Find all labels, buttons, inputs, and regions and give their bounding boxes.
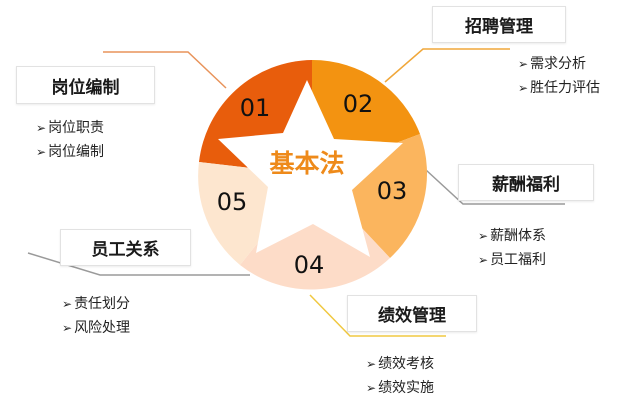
connector-line-04	[309, 294, 446, 337]
bullet-arrow-icon: ➢	[478, 229, 489, 243]
segment-04	[240, 175, 390, 290]
segment-number-01: 01	[240, 94, 271, 122]
list-item: ➢胜任力评估	[518, 80, 601, 96]
bullet-arrow-icon: ➢	[366, 357, 377, 371]
bullet-arrow-icon: ➢	[518, 81, 529, 95]
section-title-text: 薪酬福利	[492, 175, 560, 195]
connector-line-01	[103, 51, 227, 89]
section-title-gangwei: 岗位编制	[16, 66, 155, 104]
bullet-arrow-icon: ➢	[62, 297, 73, 311]
connector-line-02	[384, 48, 510, 83]
bullet-arrow-icon: ➢	[366, 381, 377, 395]
list-item: ➢责任划分	[62, 296, 131, 312]
section-list-gangwei: ➢岗位职责 ➢岗位编制	[36, 116, 104, 164]
section-list-jixiao: ➢绩效考核 ➢绩效实施	[366, 352, 434, 400]
connector-line-05	[27, 252, 250, 276]
list-item: ➢需求分析	[518, 56, 587, 72]
section-title-xinchou: 薪酬福利	[458, 164, 594, 201]
segment-number-02: 02	[343, 90, 374, 118]
bullet-arrow-icon: ➢	[36, 145, 47, 159]
section-title-yuangong: 员工关系	[60, 229, 191, 266]
center-label: 基本法	[269, 149, 344, 178]
segment-number-04: 04	[294, 251, 325, 279]
bullet-arrow-icon: ➢	[478, 253, 489, 267]
section-title-zhaopin: 招聘管理	[432, 6, 566, 43]
bullet-arrow-icon: ➢	[518, 57, 529, 71]
section-list-xinchou: ➢薪酬体系 ➢员工福利	[478, 224, 546, 272]
bullet-arrow-icon: ➢	[62, 321, 73, 335]
list-item: ➢岗位职责	[36, 120, 105, 136]
list-item: ➢风险处理	[62, 320, 131, 336]
segment-number-03: 03	[377, 177, 408, 205]
list-item: ➢岗位编制	[36, 144, 105, 160]
segment-number-05: 05	[217, 188, 248, 216]
connector-line-03	[425, 169, 565, 205]
section-list-yuangong: ➢责任划分 ➢风险处理	[62, 292, 130, 340]
center-star	[218, 80, 403, 257]
section-title-text: 招聘管理	[465, 17, 533, 37]
section-title-text: 员工关系	[91, 240, 160, 260]
list-item: ➢绩效考核	[366, 356, 435, 372]
section-title-text: 岗位编制	[51, 77, 120, 98]
section-title-jixiao: 绩效管理	[347, 295, 477, 332]
list-item: ➢员工福利	[478, 252, 547, 268]
list-item: ➢薪酬体系	[478, 228, 547, 244]
section-list-zhaopin: ➢需求分析 ➢胜任力评估	[518, 52, 600, 100]
section-title-text: 绩效管理	[378, 306, 446, 326]
list-item: ➢绩效实施	[366, 380, 435, 396]
bullet-arrow-icon: ➢	[36, 121, 47, 135]
